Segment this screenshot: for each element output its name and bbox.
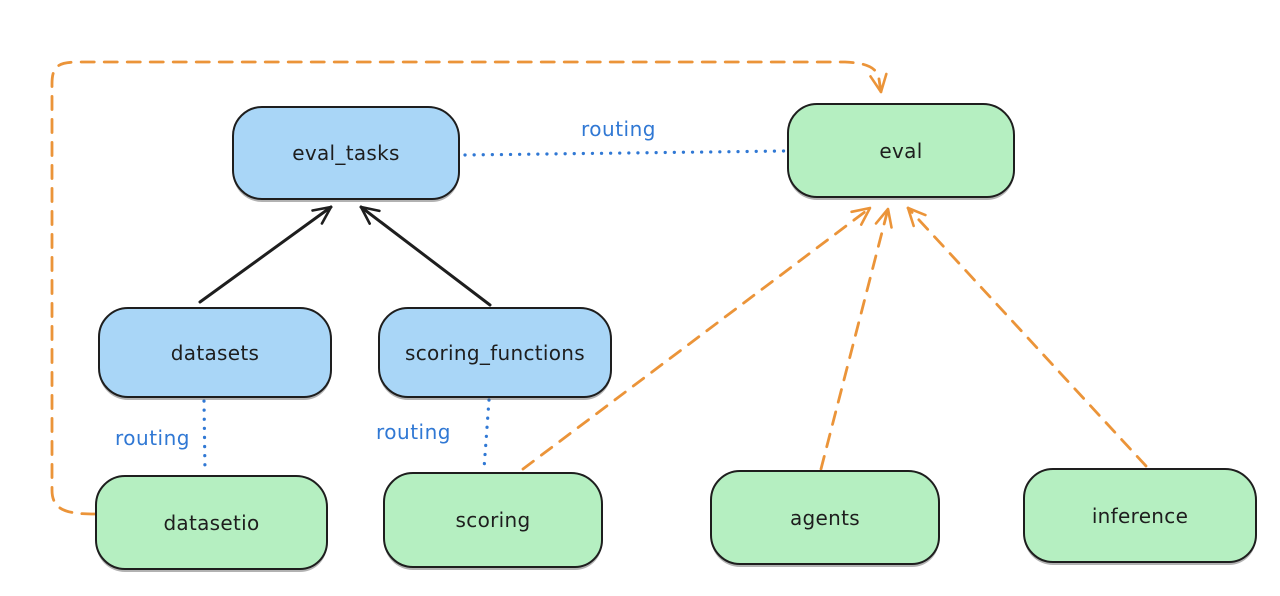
node-scoring-functions-label: scoring_functions [404, 340, 586, 365]
edge-datasets-eval_tasks [198, 205, 333, 304]
node-scoring-functions[interactable]: scoring_functions [378, 307, 612, 398]
edge-datasetio-eval [50, 60, 888, 516]
node-agents-label: agents [790, 505, 860, 530]
node-scoring[interactable]: scoring [383, 472, 603, 568]
edge-inference-eval [906, 206, 1148, 468]
edge-eval_tasks-eval [463, 149, 788, 157]
edge-scoring_functions-eval_tasks [359, 205, 492, 307]
node-scoring-label: scoring [455, 508, 531, 532]
node-eval-tasks-label: eval_tasks [292, 141, 400, 165]
node-inference-label: inference [1091, 503, 1189, 528]
node-datasets[interactable]: datasets [98, 307, 332, 398]
node-eval-label: eval [879, 138, 923, 163]
node-agents[interactable]: agents [710, 470, 940, 565]
node-inference[interactable]: inference [1023, 468, 1257, 563]
node-datasets-label: datasets [170, 340, 260, 365]
node-datasetio-label: datasetio [163, 510, 260, 535]
node-datasetio[interactable]: datasetio [95, 475, 328, 570]
edge-scoring_functions-scoring [482, 398, 491, 471]
edge-agents-eval [819, 207, 893, 471]
routing-label-scoring-functions-scoring: routing [376, 420, 451, 444]
edge-datasets-datasetio [202, 399, 207, 473]
edge-scoring-eval [521, 206, 872, 471]
routing-label-datasets-datasetio: routing [115, 426, 190, 450]
node-eval-tasks[interactable]: eval_tasks [232, 106, 460, 200]
routing-label-eval-tasks-eval: routing [581, 117, 656, 141]
node-eval[interactable]: eval [787, 103, 1015, 198]
